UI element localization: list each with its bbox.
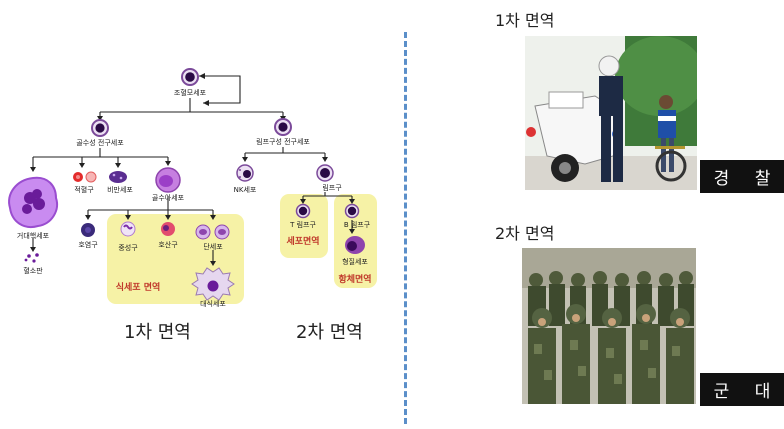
police-photo: [525, 36, 697, 190]
eosinophil-label: 호염구: [78, 241, 98, 249]
macrophage-label: 대식세포: [200, 300, 226, 308]
neutrophil-label: 중성구: [118, 244, 138, 252]
humoral-immunity-label: 항체면역: [338, 275, 372, 285]
platelet-label: 혈소판: [23, 267, 43, 275]
lymphocyte-label: 림프구: [322, 184, 342, 192]
basophil-label: 호산구: [158, 241, 178, 249]
megakaryocyte-label: 거대핵세포: [16, 232, 50, 240]
cellular-immunity-label: 세포면역: [286, 237, 320, 247]
first-immunity-caption: 1차 면역: [124, 322, 191, 343]
monocyte-label: 단세포: [203, 243, 223, 251]
top-panel-title: 1차 면역: [495, 11, 555, 30]
t-cell-label: T 림프구: [290, 221, 316, 229]
immune-diagram: 조혈모세포 골수성 전구세포 림프구성 전구세포 거대핵세포 혈소판 적혈구 비…: [8, 68, 377, 343]
nk-cell-label: NK세포: [233, 186, 257, 194]
b-cell-label: B 림프구: [343, 221, 371, 229]
plasma-cell-label: 형질세포: [342, 258, 368, 266]
second-immunity-caption: 2차 면역: [296, 322, 363, 343]
rbc-label: 적혈구: [74, 186, 94, 194]
phagocyte-immunity-label: 식세포 면역: [115, 283, 161, 293]
mast-cell-label: 비만세포: [107, 186, 133, 194]
section-divider: [404, 32, 407, 424]
police-tag: 경 찰: [700, 160, 784, 193]
diagram-connectors: [8, 68, 365, 301]
myeloblast-label: 골수아세포: [151, 194, 185, 202]
lymphoid-progenitor-label: 림프구성 전구세포: [256, 138, 310, 146]
stem-cell-label: 조혈모세포: [173, 89, 207, 97]
army-photo: [522, 248, 696, 404]
army-tag: 군 대: [700, 373, 784, 406]
bottom-panel-title: 2차 면역: [495, 224, 555, 243]
myeloid-progenitor-label: 골수성 전구세포: [76, 139, 124, 147]
